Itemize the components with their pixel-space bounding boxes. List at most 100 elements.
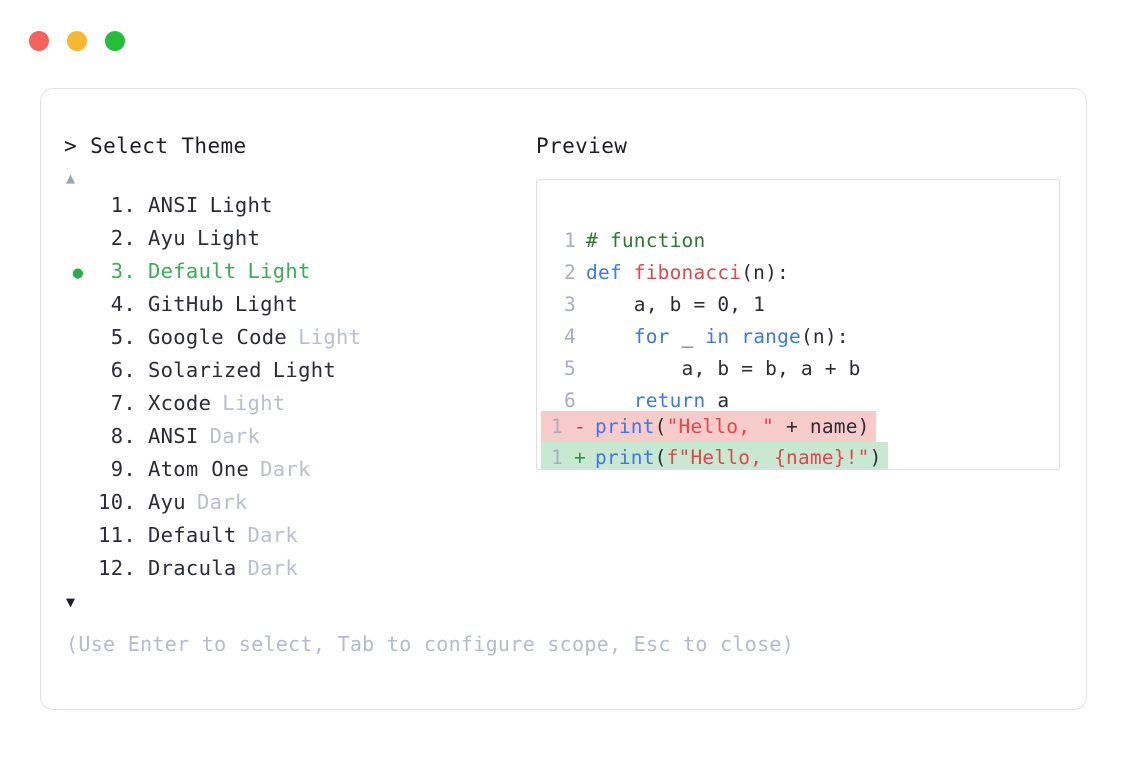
code-line-text: return a (586, 385, 729, 417)
theme-item-index: 10. (98, 490, 136, 514)
theme-list-item[interactable]: ● 8. ANSI Dark (64, 420, 534, 453)
theme-item-index: 12. (98, 556, 136, 580)
code-token: _ (669, 325, 706, 348)
line-number: 1 (551, 415, 563, 438)
theme-item-index: 11. (98, 523, 136, 547)
code-line: 6 return a (552, 385, 1059, 417)
theme-item-variant: Dark (196, 490, 248, 514)
code-token: "Hello, " (666, 415, 775, 438)
theme-item-index: 9. (110, 457, 136, 481)
code-token (586, 325, 634, 348)
theme-item-index: 1. (110, 193, 136, 217)
line-number: 4 (564, 325, 576, 348)
diff-line-removed: 1-print("Hello, " + name) (541, 411, 876, 442)
code-line: 1# function (552, 225, 1059, 257)
theme-item-index: 3. (110, 259, 136, 283)
code-token: return (633, 389, 706, 412)
theme-item-index: 7. (110, 391, 136, 415)
selected-bullet-icon: ● (64, 455, 92, 488)
theme-item-variant: Dark (209, 424, 261, 448)
code-token: a, b = 0, 1 (586, 293, 766, 316)
code-line: 3 a, b = 0, 1 (552, 289, 1059, 321)
theme-item-variant: Dark (247, 523, 299, 547)
theme-item-name: Solarized (148, 358, 262, 382)
code-token: fibonacci (633, 261, 742, 284)
theme-list-item[interactable]: ● 6. Solarized Light (64, 354, 534, 387)
diff-line-added: 1+print(f"Hello, {name}!") (541, 442, 888, 469)
scroll-up-icon[interactable]: ▲ (66, 169, 76, 187)
code-line: 5 a, b = b, a + b (552, 353, 1059, 385)
window-traffic-lights (29, 31, 125, 51)
scroll-down-icon[interactable]: ▼ (66, 593, 76, 611)
theme-item-name: ANSI (148, 424, 199, 448)
theme-list-item[interactable]: ● 9. Atom One Dark (64, 453, 534, 486)
selected-bullet-icon: ● (64, 521, 92, 554)
selected-bullet-icon: ● (64, 389, 92, 422)
code-token: + name) (774, 415, 870, 438)
code-token: for (633, 325, 670, 348)
selected-bullet-icon: ● (64, 356, 92, 389)
theme-item-variant: Light (247, 259, 311, 283)
code-token: ) (869, 446, 882, 469)
code-token: a (705, 389, 730, 412)
theme-item-index: 8. (110, 424, 136, 448)
theme-item-name: Dracula (148, 556, 237, 580)
code-line-text: for _ in range(n): (586, 321, 849, 353)
theme-item-name: Default (148, 523, 237, 547)
theme-item-name: Ayu (148, 226, 186, 250)
theme-item-index: 5. (110, 325, 136, 349)
card-body: > Select Theme ▲ ●1.ANSILight●2.AyuLight… (41, 89, 1086, 709)
theme-item-name: Ayu (148, 490, 186, 514)
theme-item-variant: Light (298, 325, 362, 349)
theme-list-item[interactable]: ●12. Dracula Dark (64, 552, 534, 585)
theme-item-name: Xcode (148, 391, 212, 415)
theme-list-item[interactable]: ●11. Default Dark (64, 519, 534, 552)
close-button[interactable] (29, 31, 49, 51)
theme-item-variant: Light (196, 226, 261, 250)
diff-line-text: print(f"Hello, {name}!") (594, 442, 888, 469)
diff-line-text: print("Hello, " + name) (595, 411, 876, 442)
theme-item-variant: Light (209, 193, 273, 217)
code-token: f"Hello, {name}!" (666, 446, 870, 469)
selected-bullet-icon: ● (64, 191, 92, 224)
code-token: print (594, 415, 655, 438)
theme-item-name: GitHub (148, 292, 224, 316)
diff-sign: - (574, 415, 586, 438)
theme-item-variant: Dark (260, 457, 311, 481)
theme-item-variant: Light (272, 358, 336, 382)
code-token: print (594, 446, 655, 469)
selected-bullet-icon: ● (64, 422, 92, 455)
maximize-button[interactable] (105, 31, 125, 51)
code-token: ( (654, 446, 667, 469)
selected-bullet-icon: ● (64, 554, 92, 587)
theme-item-index: 6. (110, 358, 136, 382)
line-number: 5 (564, 357, 576, 380)
theme-item-variant: Dark (247, 556, 299, 580)
selected-bullet-icon: ● (72, 263, 84, 283)
theme-list-item[interactable]: ● 1. ANSI Light (64, 189, 534, 222)
selected-bullet-icon: ● (64, 290, 92, 323)
theme-item-index: 2. (110, 226, 136, 250)
minimize-button[interactable] (67, 31, 87, 51)
code-token: ( (654, 415, 667, 438)
line-number: 6 (564, 389, 576, 412)
line-number: 1 (564, 229, 576, 252)
code-token: a, b = b, a + b (586, 357, 861, 380)
theme-item-variant: Light (234, 292, 299, 316)
line-number: 1 (551, 446, 563, 469)
theme-picker-card: > Select Theme ▲ ●1.ANSILight●2.AyuLight… (40, 88, 1087, 710)
line-number: 3 (564, 293, 576, 316)
theme-item-name: ANSI (148, 193, 199, 217)
line-number: 2 (564, 261, 576, 284)
code-token: (n): (800, 325, 849, 348)
theme-item-name: Atom One (148, 457, 250, 481)
